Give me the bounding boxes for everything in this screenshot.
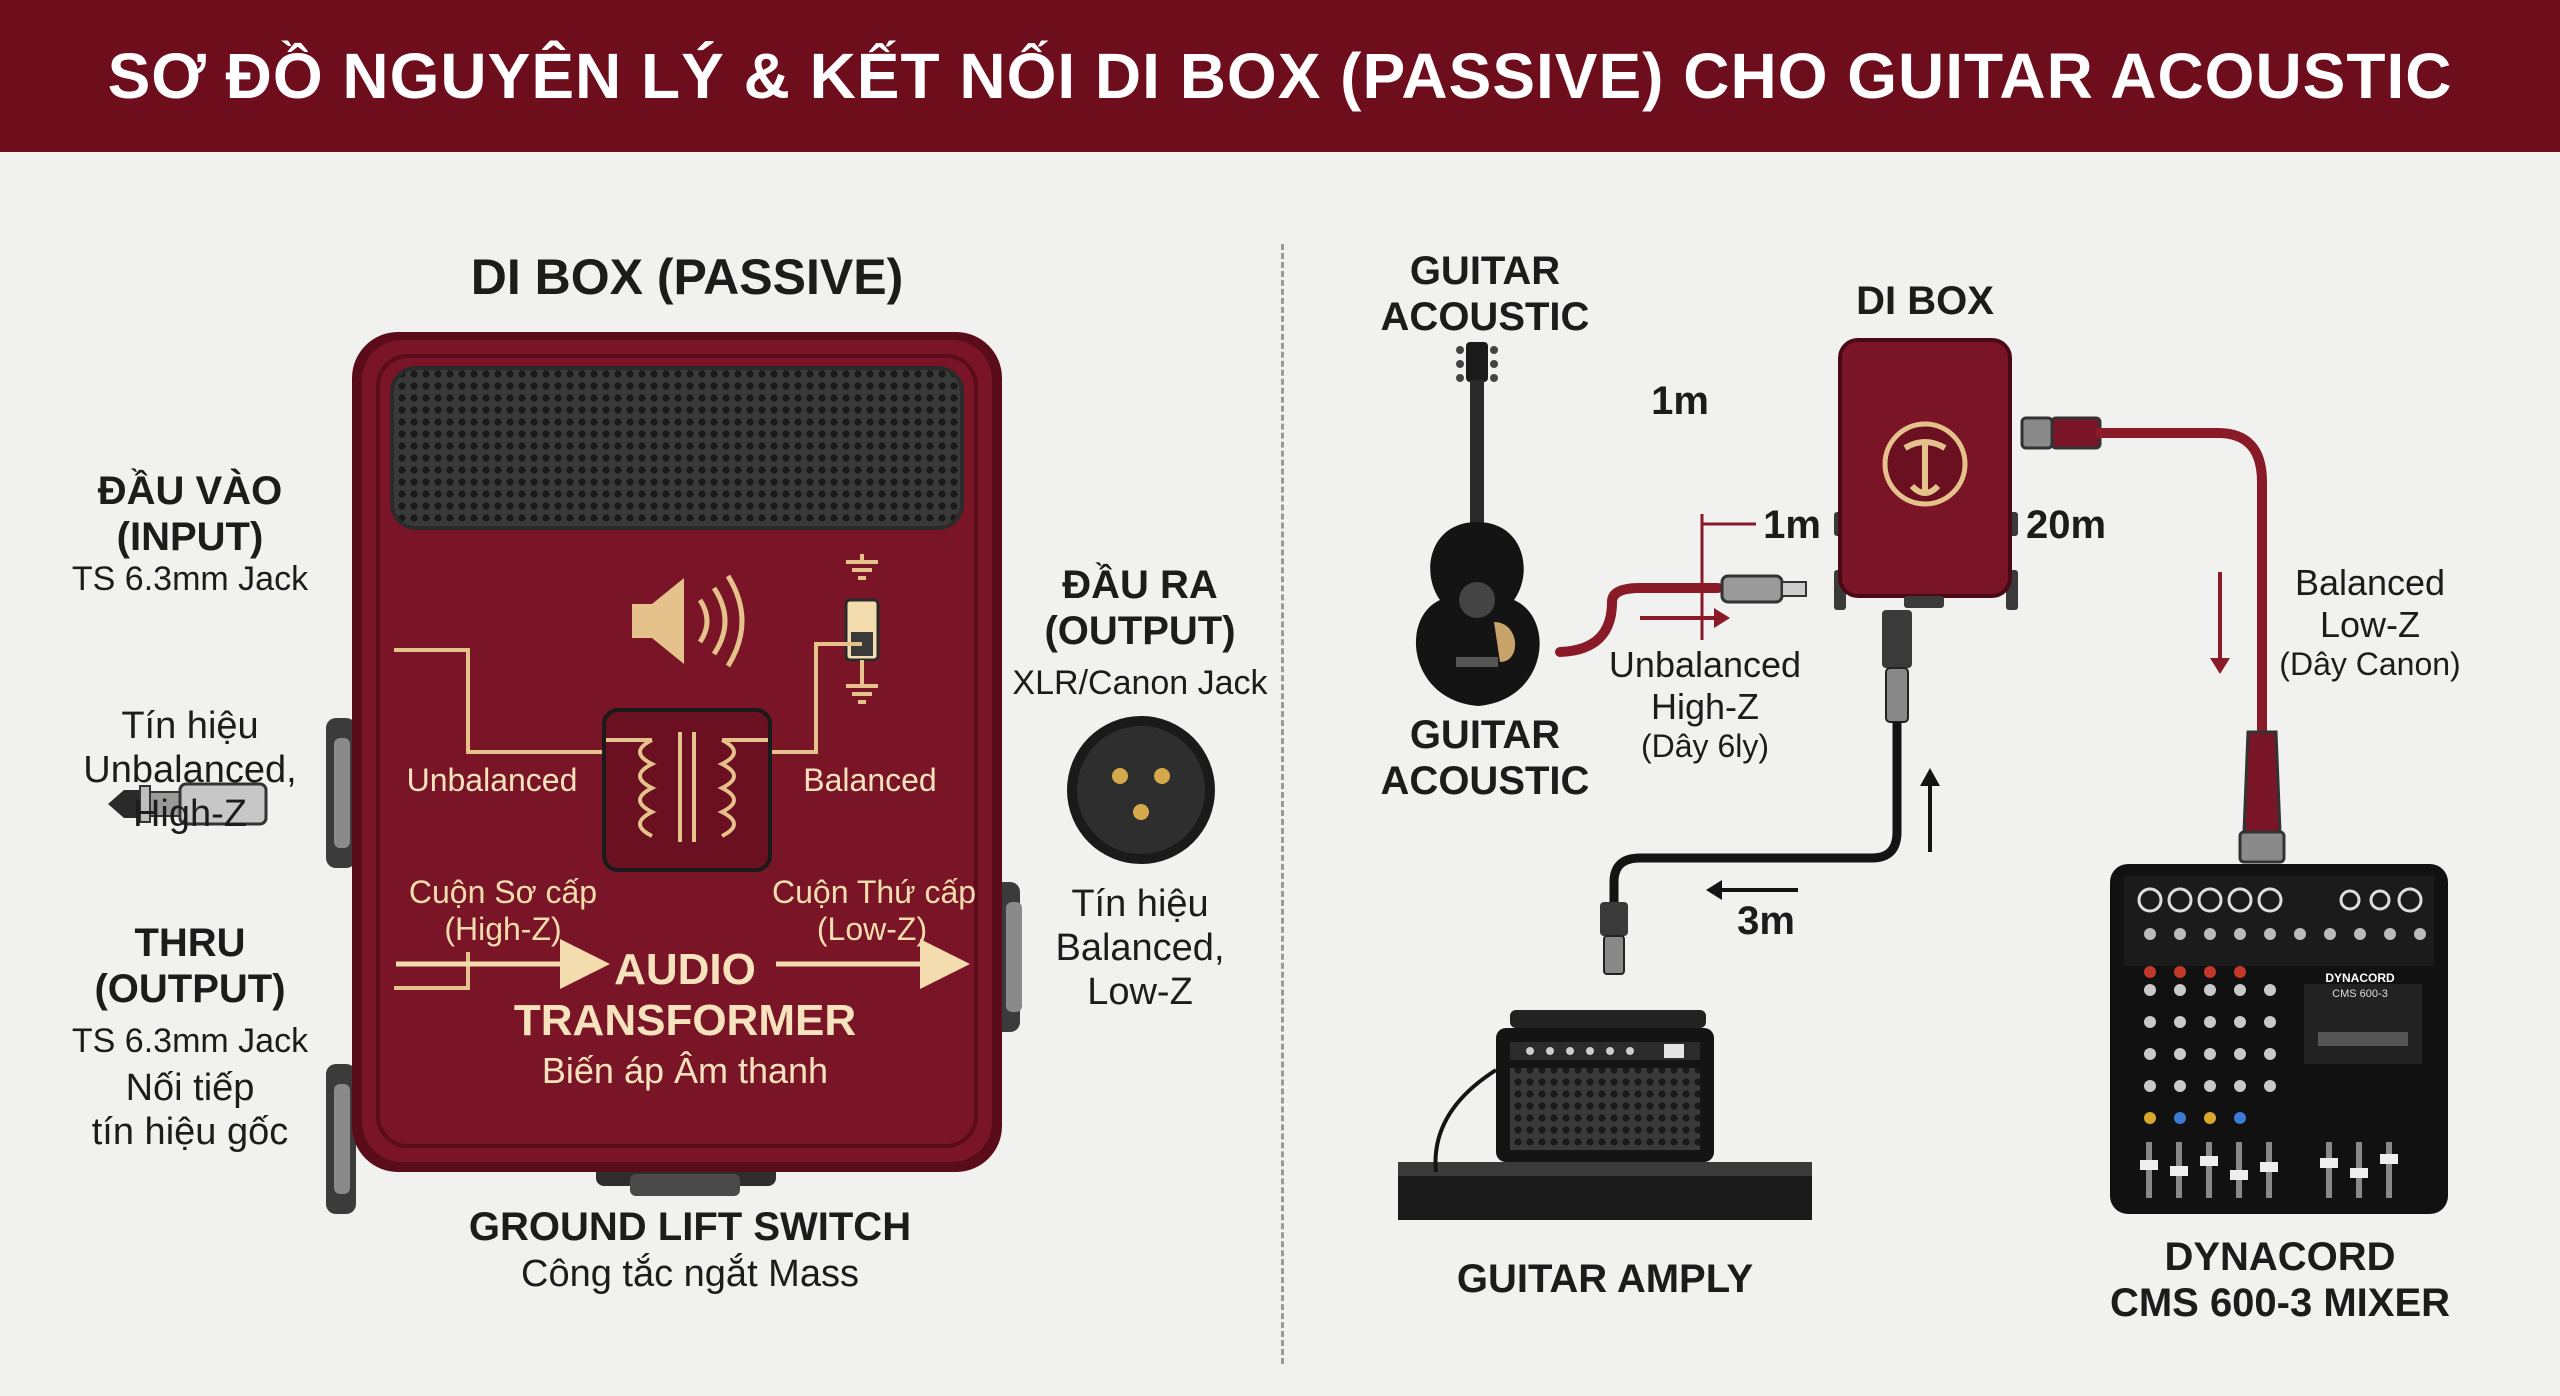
- unbalanced-cable-line1: Unbalanced: [1608, 644, 1802, 685]
- input-signal-line2: Unbalanced,: [83, 749, 297, 792]
- thru-jack-socket: [326, 1064, 356, 1214]
- balanced-label: Balanced: [803, 762, 937, 798]
- guitar-top-line1: GUITAR: [1409, 249, 1561, 293]
- page-title: SƠ ĐỒ NGUYÊN LÝ & KẾT NỐI DI BOX (PASSIV…: [107, 40, 2453, 112]
- input-jack-type: TS 6.3mm Jack: [71, 560, 309, 598]
- thru-title: THRU (OUTPUT): [70, 920, 310, 1013]
- thru-title-line1: THRU: [134, 921, 246, 965]
- input-title-line1: ĐẦU VÀO: [97, 469, 283, 513]
- balanced-cable-line2: Low-Z: [2319, 603, 2421, 645]
- cable-amp-length: 3m: [1737, 899, 1795, 943]
- primary-coil-line2: (High-Z): [444, 911, 562, 948]
- input-title: ĐẦU VÀO (INPUT): [70, 468, 310, 561]
- section-divider: [1281, 244, 1284, 1364]
- thru-jack-type: TS 6.3mm Jack: [71, 1022, 309, 1060]
- mixer-label-line2: CMS 600-3 MIXER: [2109, 1281, 2451, 1326]
- diagram-area: DI BOX (PASSIVE) ĐẦU VÀO (INPUT) TS 6.3m…: [0, 152, 2560, 1396]
- arrow-to-mixer: [2210, 658, 2230, 674]
- mixer-label-line1: DYNACORD: [2164, 1235, 2396, 1279]
- output-jack-type: XLR/Canon Jack: [1012, 664, 1268, 702]
- transformer-name-vi: Biến áp Âm thanh: [541, 1050, 829, 1091]
- transformer-symbol: [602, 708, 772, 872]
- arrow-to-dibox: [1714, 608, 1730, 628]
- secondary-coil-line2: (Low-Z): [816, 911, 928, 948]
- dibox-small-label: DI BOX: [1856, 279, 1994, 323]
- cable-out-length: 20m: [2025, 503, 2107, 547]
- arrow-to-amp: [1706, 880, 1722, 900]
- speaker-icon: [632, 574, 745, 668]
- header-banner: SƠ ĐỒ NGUYÊN LÝ & KẾT NỐI DI BOX (PASSIV…: [0, 0, 2560, 152]
- unbalanced-label: Unbalanced: [406, 762, 578, 798]
- primary-coil-label: Cuộn Sơ cấp (High-Z): [408, 874, 598, 948]
- ground-lift-title: GROUND LIFT SWITCH: [468, 1205, 912, 1249]
- mixer-icon: [2110, 864, 2448, 1214]
- thru-note-line1: Nối tiếp: [125, 1067, 255, 1109]
- cable-guitar-to-dibox: [1555, 583, 1723, 657]
- output-title-line1: ĐẦU RA: [1062, 563, 1218, 607]
- arrow-up-thru: [1920, 768, 1940, 786]
- thru-title-line2: (OUTPUT): [94, 967, 286, 1012]
- cable-dibox-to-mixer: [2095, 428, 2267, 737]
- input-title-line2: (INPUT): [116, 515, 264, 560]
- guitar-top-label: GUITAR ACOUSTIC: [1380, 248, 1590, 341]
- guitar-bottom-line1: GUITAR: [1409, 713, 1561, 757]
- dibox-small: [1834, 338, 2018, 610]
- mixer-label: DYNACORD CMS 600-3 MIXER: [2080, 1234, 2480, 1327]
- thru-note: Nối tiếp tín hiệu gốc: [60, 1066, 320, 1154]
- input-signal-desc: Tín hiệu Unbalanced, High-Z: [60, 704, 320, 836]
- dibox-title: DI BOX (PASSIVE): [470, 249, 904, 305]
- secondary-coil-label: Cuộn Thứ cấp (Low-Z): [772, 874, 977, 948]
- xlr-connector-icon: [1067, 716, 1215, 864]
- cable-dibox-to-amp: [1609, 722, 1902, 904]
- guitar-amp-label: GUITAR AMPLY: [1456, 1257, 1754, 1301]
- input-jack-socket: [326, 718, 356, 868]
- output-signal-line2: Balanced,: [1055, 927, 1225, 970]
- unbalanced-cable-desc: Unbalanced High-Z (Dây 6ly): [1580, 644, 1830, 765]
- mixer-model-print: CMS 600-3: [2332, 988, 2388, 1000]
- diagram-graphics: [108, 332, 2448, 1220]
- transformer-name-line1: AUDIO: [614, 945, 756, 994]
- unbalanced-cable-line3: (Dây 6ly): [1640, 727, 1769, 764]
- guitar-bottom-line2: ACOUSTIC: [1380, 759, 1590, 804]
- balanced-cable-desc: Balanced Low-Z (Dây Canon): [2260, 562, 2480, 683]
- ts-jack-plug-icon: [108, 782, 268, 826]
- thru-note-line2: tín hiệu gốc: [91, 1111, 289, 1154]
- ground-lift-desc: Công tắc ngắt Mass: [521, 1253, 859, 1295]
- output-signal-line3: Low-Z: [1087, 971, 1193, 1014]
- transformer-name-line2: TRANSFORMER: [513, 996, 857, 1046]
- speaker-grille: [390, 366, 964, 530]
- output-title-line2: (OUTPUT): [1044, 609, 1236, 654]
- guitar-amp-icon: [1398, 1010, 1812, 1220]
- acoustic-guitar-icon: [1415, 342, 1540, 706]
- guitar-top-line2: ACOUSTIC: [1380, 295, 1590, 340]
- guitar-bottom-label: GUITAR ACOUSTIC: [1380, 712, 1590, 805]
- cable-thru-length: 1m: [1763, 503, 1821, 547]
- balanced-cable-line3: (Dây Canon): [2279, 645, 2461, 682]
- balanced-cable-line1: Balanced: [2294, 562, 2446, 603]
- output-signal-line1: Tín hiệu: [1071, 883, 1209, 925]
- output-signal-desc: Tín hiệu Balanced, Low-Z: [1010, 882, 1270, 1014]
- transformer-name: AUDIO TRANSFORMER: [460, 944, 910, 1046]
- output-title: ĐẦU RA (OUTPUT): [1020, 562, 1260, 655]
- mixer-brand-print: DYNACORD: [2325, 971, 2395, 985]
- secondary-coil-line1: Cuộn Thứ cấp: [772, 874, 977, 910]
- cable-in-length: 1m: [1651, 379, 1709, 423]
- input-signal-line1: Tín hiệu: [121, 705, 259, 747]
- primary-coil-line1: Cuộn Sơ cấp: [408, 874, 598, 910]
- unbalanced-cable-line2: High-Z: [1650, 685, 1760, 727]
- input-signal-line3: High-Z: [132, 793, 248, 836]
